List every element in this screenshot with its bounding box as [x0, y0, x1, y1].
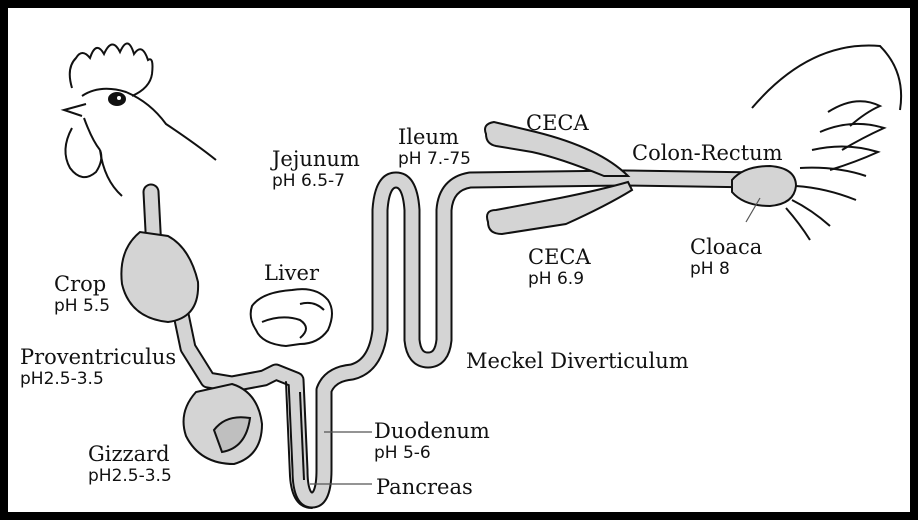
ceca-bottom [487, 182, 632, 234]
head-outline [82, 89, 216, 160]
label-pancreas: Pancreas [376, 476, 473, 498]
label-meckel-diverticulum: Meckel Diverticulum [466, 350, 689, 372]
beak [64, 104, 86, 116]
face [84, 118, 100, 150]
wattle [65, 128, 101, 177]
neck-back [100, 150, 122, 196]
crop [121, 232, 198, 322]
cloaca [732, 166, 796, 206]
liver [251, 289, 332, 346]
eye [109, 93, 125, 105]
label-liver: Liver [264, 262, 319, 284]
tail-arc [752, 46, 901, 110]
rooster-head-icon [64, 43, 216, 196]
label-ceca-top: CECA [526, 112, 589, 134]
label-colon-rectum: Colon-Rectum [632, 142, 783, 164]
